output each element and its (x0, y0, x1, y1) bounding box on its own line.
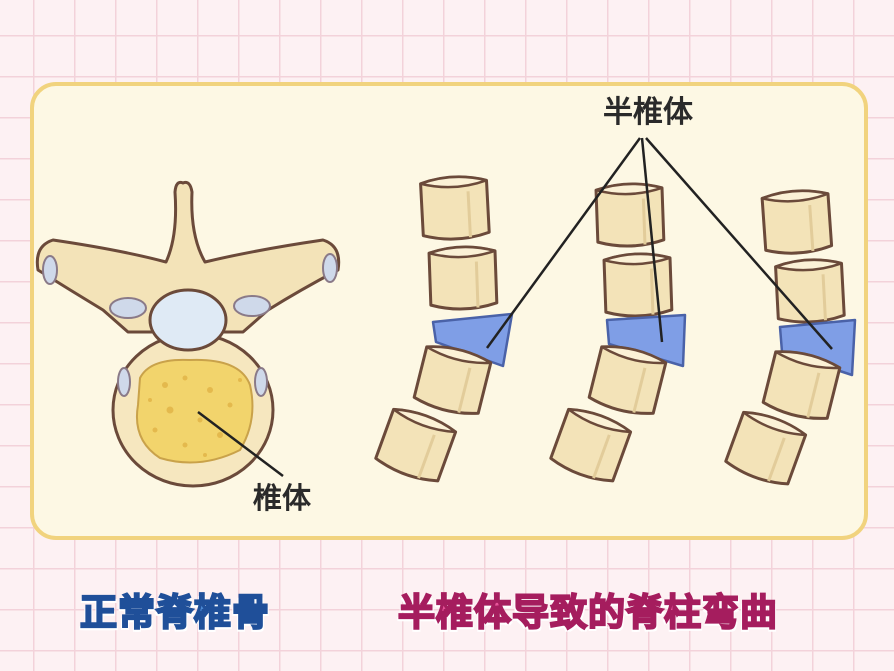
hemivertebra-wedge (778, 318, 857, 377)
leader-line (485, 137, 642, 349)
hemivertebra-wedge (431, 312, 514, 368)
curved-spine-1 (372, 173, 514, 488)
bone-pores (148, 375, 242, 457)
hemivertebra-label: 半椎体 (603, 95, 694, 130)
spinal-canal (148, 288, 228, 352)
vertebral-body-leader-line (197, 411, 284, 477)
leader-line (640, 137, 664, 343)
hemivertebra-curvature-caption: 半椎体导致的脊柱弯曲 (397, 590, 778, 635)
facet-joint (109, 297, 147, 319)
curved-spine-3 (722, 187, 857, 491)
leader-line (645, 137, 833, 350)
vertebral-body-cancellous (136, 358, 254, 464)
normal-vertebra-illustration: 椎体 (35, 180, 341, 515)
process-tip (322, 253, 338, 283)
process-tip (42, 255, 58, 285)
facet-joint (233, 295, 271, 317)
normal-spine-caption: 正常脊椎骨 (79, 590, 270, 635)
vertebral-body-label: 椎体 (253, 481, 312, 515)
hemivertebra-callout: 半椎体 (485, 95, 833, 350)
pedicle-mark (117, 367, 131, 397)
pedicle-mark (254, 367, 268, 397)
curved-spine-2 (547, 181, 687, 488)
